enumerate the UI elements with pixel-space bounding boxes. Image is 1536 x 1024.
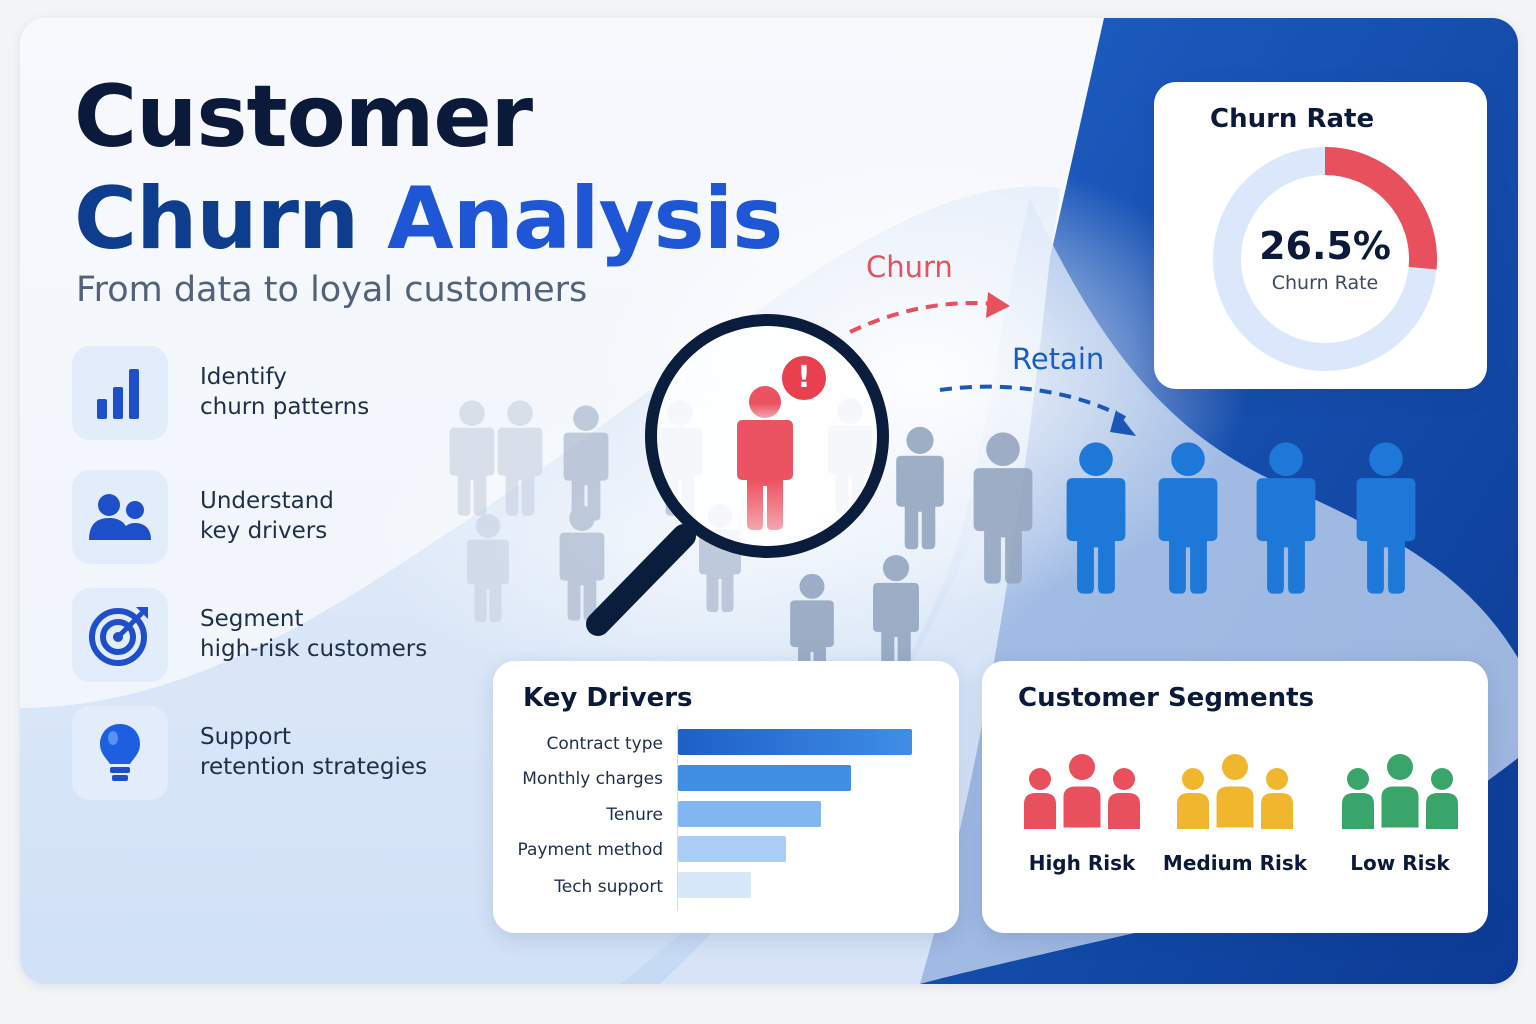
driver-label: Tenure (606, 805, 663, 825)
alert-icon: ! (778, 352, 830, 404)
bar-chart-icon (97, 369, 139, 419)
medium-risk-group-icon (1177, 754, 1293, 831)
page-subtitle: From data to loyal customers (76, 270, 588, 310)
churn-rate-value: 26.5% (1259, 224, 1391, 268)
feature-line2: retention strategies (200, 754, 428, 780)
high-risk-group-icon (1024, 754, 1140, 831)
feature-line1: Identify (200, 364, 287, 390)
people-icon (89, 494, 151, 540)
feature-icon-box (72, 706, 168, 800)
retain-arrow-label: Retain (1012, 342, 1105, 376)
churn-arrow-label: Churn (866, 250, 953, 284)
feature-understand: Understand key drivers (72, 470, 492, 564)
feature-line2: key drivers (200, 518, 328, 544)
key-drivers-title: Key Drivers (523, 683, 693, 713)
customer-segments-title: Customer Segments (1018, 683, 1315, 713)
feature-line1: Support (200, 724, 291, 750)
segment-label-high: High Risk (1028, 851, 1136, 875)
page-title-line1: Customer (74, 67, 533, 167)
infographic-card: Customer Churn Analysis From data to loy… (20, 18, 1518, 984)
driver-bar (678, 729, 912, 755)
driver-label: Tech support (554, 877, 663, 897)
title-word-analysis: Analysis (387, 169, 783, 269)
donut-arc (1324, 147, 1437, 270)
feature-identify: Identify churn patterns (72, 346, 492, 440)
driver-label: Contract type (546, 734, 663, 754)
key-drivers-card: Key Drivers Contract type Monthly charge… (493, 661, 959, 933)
low-risk-group-icon (1342, 754, 1458, 831)
feature-line2: high-risk customers (200, 636, 428, 662)
target-icon (89, 607, 148, 666)
lightbulb-icon (100, 724, 140, 781)
driver-label: Monthly charges (522, 769, 663, 789)
segment-label-low: Low Risk (1350, 851, 1450, 875)
feature-icon-box (72, 588, 168, 682)
driver-bar (678, 801, 821, 827)
driver-label: Payment method (517, 840, 663, 860)
feature-support: Support retention strategies (72, 706, 492, 800)
feature-icon-box (72, 346, 168, 440)
title-word-churn: Churn (74, 169, 359, 269)
feature-icon-box (72, 470, 168, 564)
axis-line (677, 725, 678, 911)
segment-label-medium: Medium Risk (1162, 851, 1308, 875)
churn-rate-sub-label: Churn Rate (1271, 272, 1379, 294)
driver-bar (678, 872, 751, 898)
churn-donut: 26.5% Churn Rate (1210, 144, 1440, 374)
feature-line1: Segment (200, 606, 304, 632)
churn-rate-card: Churn Rate 26.5% Churn Rate (1154, 82, 1487, 389)
churn-rate-title: Churn Rate (1210, 104, 1375, 134)
driver-bar (678, 836, 786, 862)
driver-bar (678, 765, 851, 791)
customer-segments-card: Customer Segments High Risk Medium Ri (982, 661, 1488, 933)
feature-segment: Segment high-risk customers (72, 588, 492, 682)
feature-line1: Understand (200, 488, 334, 514)
page-title-line2: Churn Analysis (74, 176, 783, 262)
feature-line2: churn patterns (200, 394, 370, 420)
